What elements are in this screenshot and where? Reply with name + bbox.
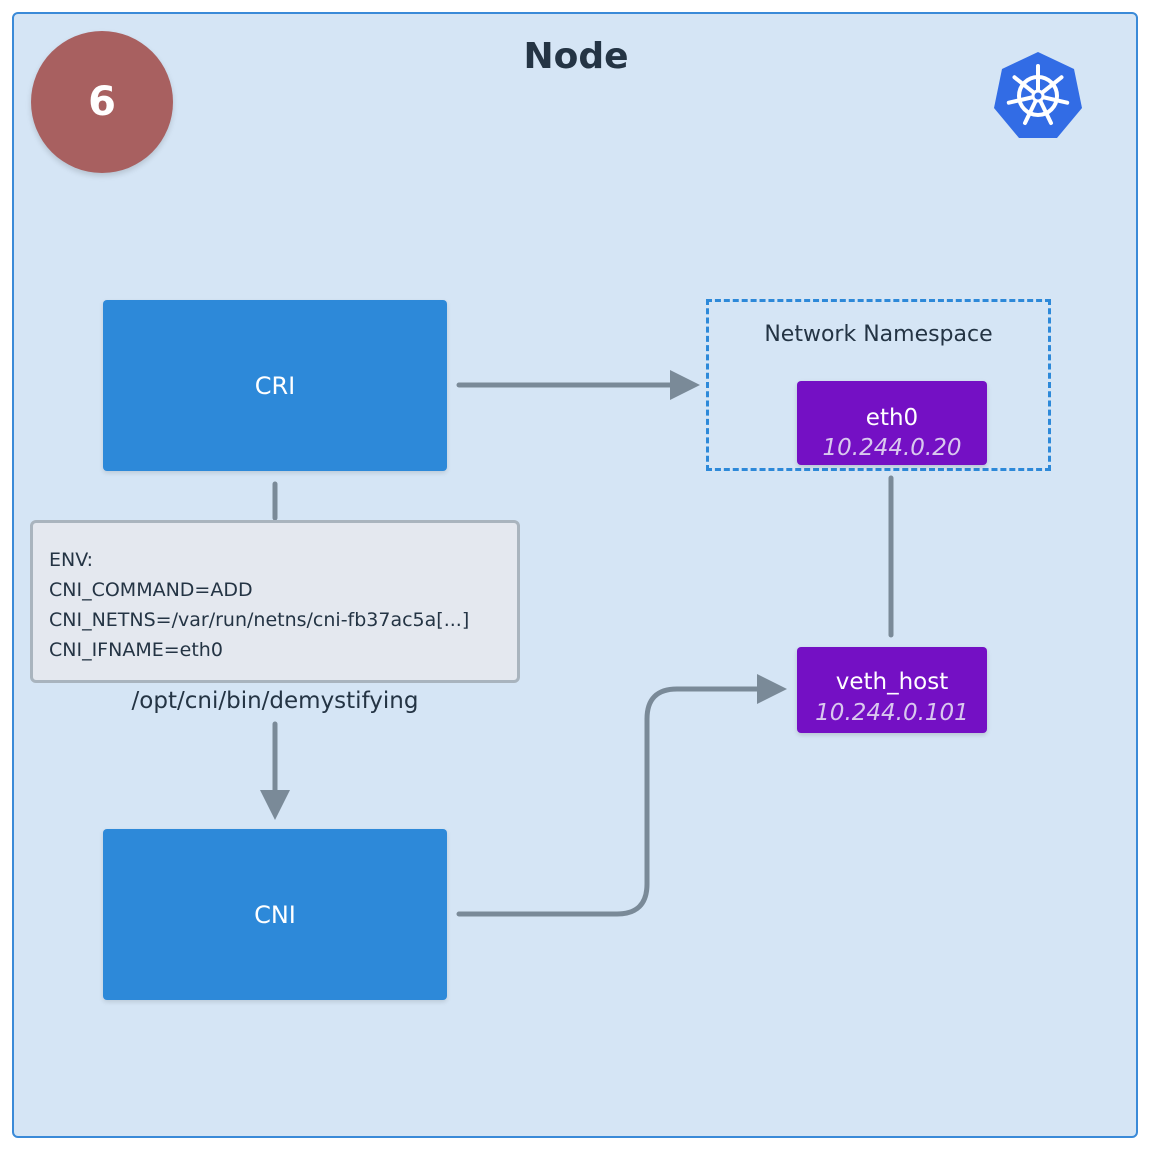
veth-host-ip: 10.244.0.101 [815, 700, 969, 726]
veth-host-name: veth_host [835, 669, 949, 695]
step-number: 6 [88, 79, 116, 125]
cri-block[interactable]: CRI [103, 300, 447, 471]
cri-label: CRI [254, 371, 296, 400]
network-namespace-label: Network Namespace [764, 322, 993, 347]
veth-host-interface[interactable]: veth_host 10.244.0.101 [797, 647, 987, 733]
env-line: CNI_IFNAME=eth0 [49, 639, 223, 661]
env-line: ENV: [49, 549, 94, 571]
node-title: Node [523, 36, 629, 77]
step-badge: 6 [31, 31, 173, 173]
eth0-ip: 10.244.0.20 [822, 435, 962, 461]
env-line: CNI_NETNS=/var/run/netns/cni-fb37ac5a[..… [49, 609, 470, 631]
kubernetes-helm-icon [994, 52, 1082, 138]
cni-block[interactable]: CNI [103, 829, 447, 1000]
plugin-path-label: /opt/cni/bin/demystifying [131, 688, 419, 714]
env-line: CNI_COMMAND=ADD [49, 579, 253, 601]
env-box: ENV: CNI_COMMAND=ADD CNI_NETNS=/var/run/… [30, 520, 520, 683]
cni-label: CNI [254, 900, 296, 929]
network-namespace-box [706, 299, 1051, 471]
eth0-name: eth0 [865, 405, 919, 431]
eth0-interface[interactable]: eth0 10.244.0.20 [797, 381, 987, 465]
